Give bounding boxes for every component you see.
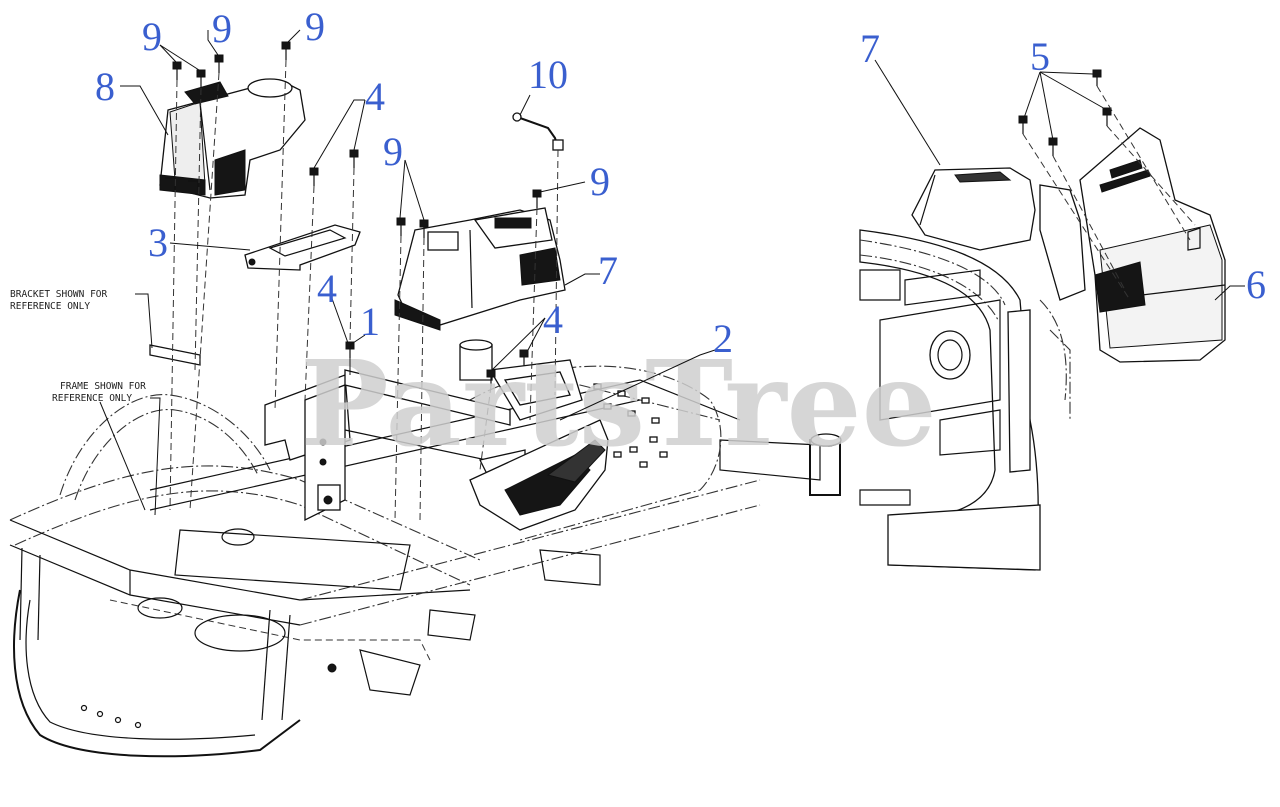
callout-7-b: 7 — [860, 26, 880, 71]
part-10-rod — [512, 112, 564, 151]
callout-9-d: 9 — [383, 129, 403, 174]
callout-10: 10 — [528, 52, 568, 97]
frame-note-line1: FRAME SHOWN FOR — [60, 381, 146, 392]
bolt-icon — [1048, 137, 1058, 156]
fasteners-right — [1018, 69, 1112, 156]
callout-5: 5 — [1030, 34, 1050, 79]
callout-1: 1 — [360, 299, 380, 344]
bolt-icon — [486, 369, 496, 386]
watermark: PartsTree — [300, 334, 937, 473]
part-6-right-cover — [1079, 127, 1226, 363]
bolt-icon — [396, 217, 406, 236]
bolt-icon — [519, 349, 529, 366]
part-7-console-left — [394, 207, 566, 331]
callout-3: 3 — [148, 220, 168, 265]
bolt-icon — [172, 61, 182, 80]
callout-leaders — [120, 29, 1245, 421]
part-7-console-inset — [911, 167, 1036, 251]
bolt-icon — [349, 149, 359, 168]
reference-notes: BRACKET SHOWN FOR REFERENCE ONLY FRAME S… — [10, 289, 161, 516]
callout-labels: 9 9 9 8 10 4 9 9 3 7 4 1 4 2 7 5 6 — [95, 4, 1266, 361]
bolt-icon — [1102, 107, 1112, 126]
callout-9-e: 9 — [590, 159, 610, 204]
callout-4-a: 4 — [365, 74, 385, 119]
callout-9-b: 9 — [212, 6, 232, 51]
bolt-icon — [281, 41, 291, 60]
callout-7-a: 7 — [598, 248, 618, 293]
bolt-icon — [309, 167, 319, 186]
bracket-note-line2: REFERENCE ONLY — [10, 301, 90, 312]
callout-9-c: 9 — [305, 4, 325, 49]
assembly-lines-right — [1022, 85, 1196, 301]
fasteners-left — [172, 41, 542, 386]
inset-detail — [859, 184, 1086, 571]
assembly-lines-left — [169, 59, 559, 521]
callout-6: 6 — [1246, 262, 1266, 307]
bolt-icon — [214, 54, 224, 73]
bolt-icon — [1092, 69, 1102, 86]
bolt-icon — [196, 69, 206, 88]
callout-9-a: 9 — [142, 14, 162, 59]
part-1-bracket — [264, 369, 526, 522]
callout-4-c: 4 — [543, 297, 563, 342]
callout-4-b: 4 — [317, 266, 337, 311]
part-8-left-cover — [159, 78, 306, 199]
bolt-icon — [532, 189, 542, 208]
part-2-console — [459, 339, 609, 531]
callout-8: 8 — [95, 64, 115, 109]
bolt-icon — [1018, 115, 1028, 134]
bracket-note-line1: BRACKET SHOWN FOR — [10, 289, 108, 300]
callout-2: 2 — [713, 316, 733, 361]
frame-note-line2: REFERENCE ONLY — [52, 393, 132, 404]
